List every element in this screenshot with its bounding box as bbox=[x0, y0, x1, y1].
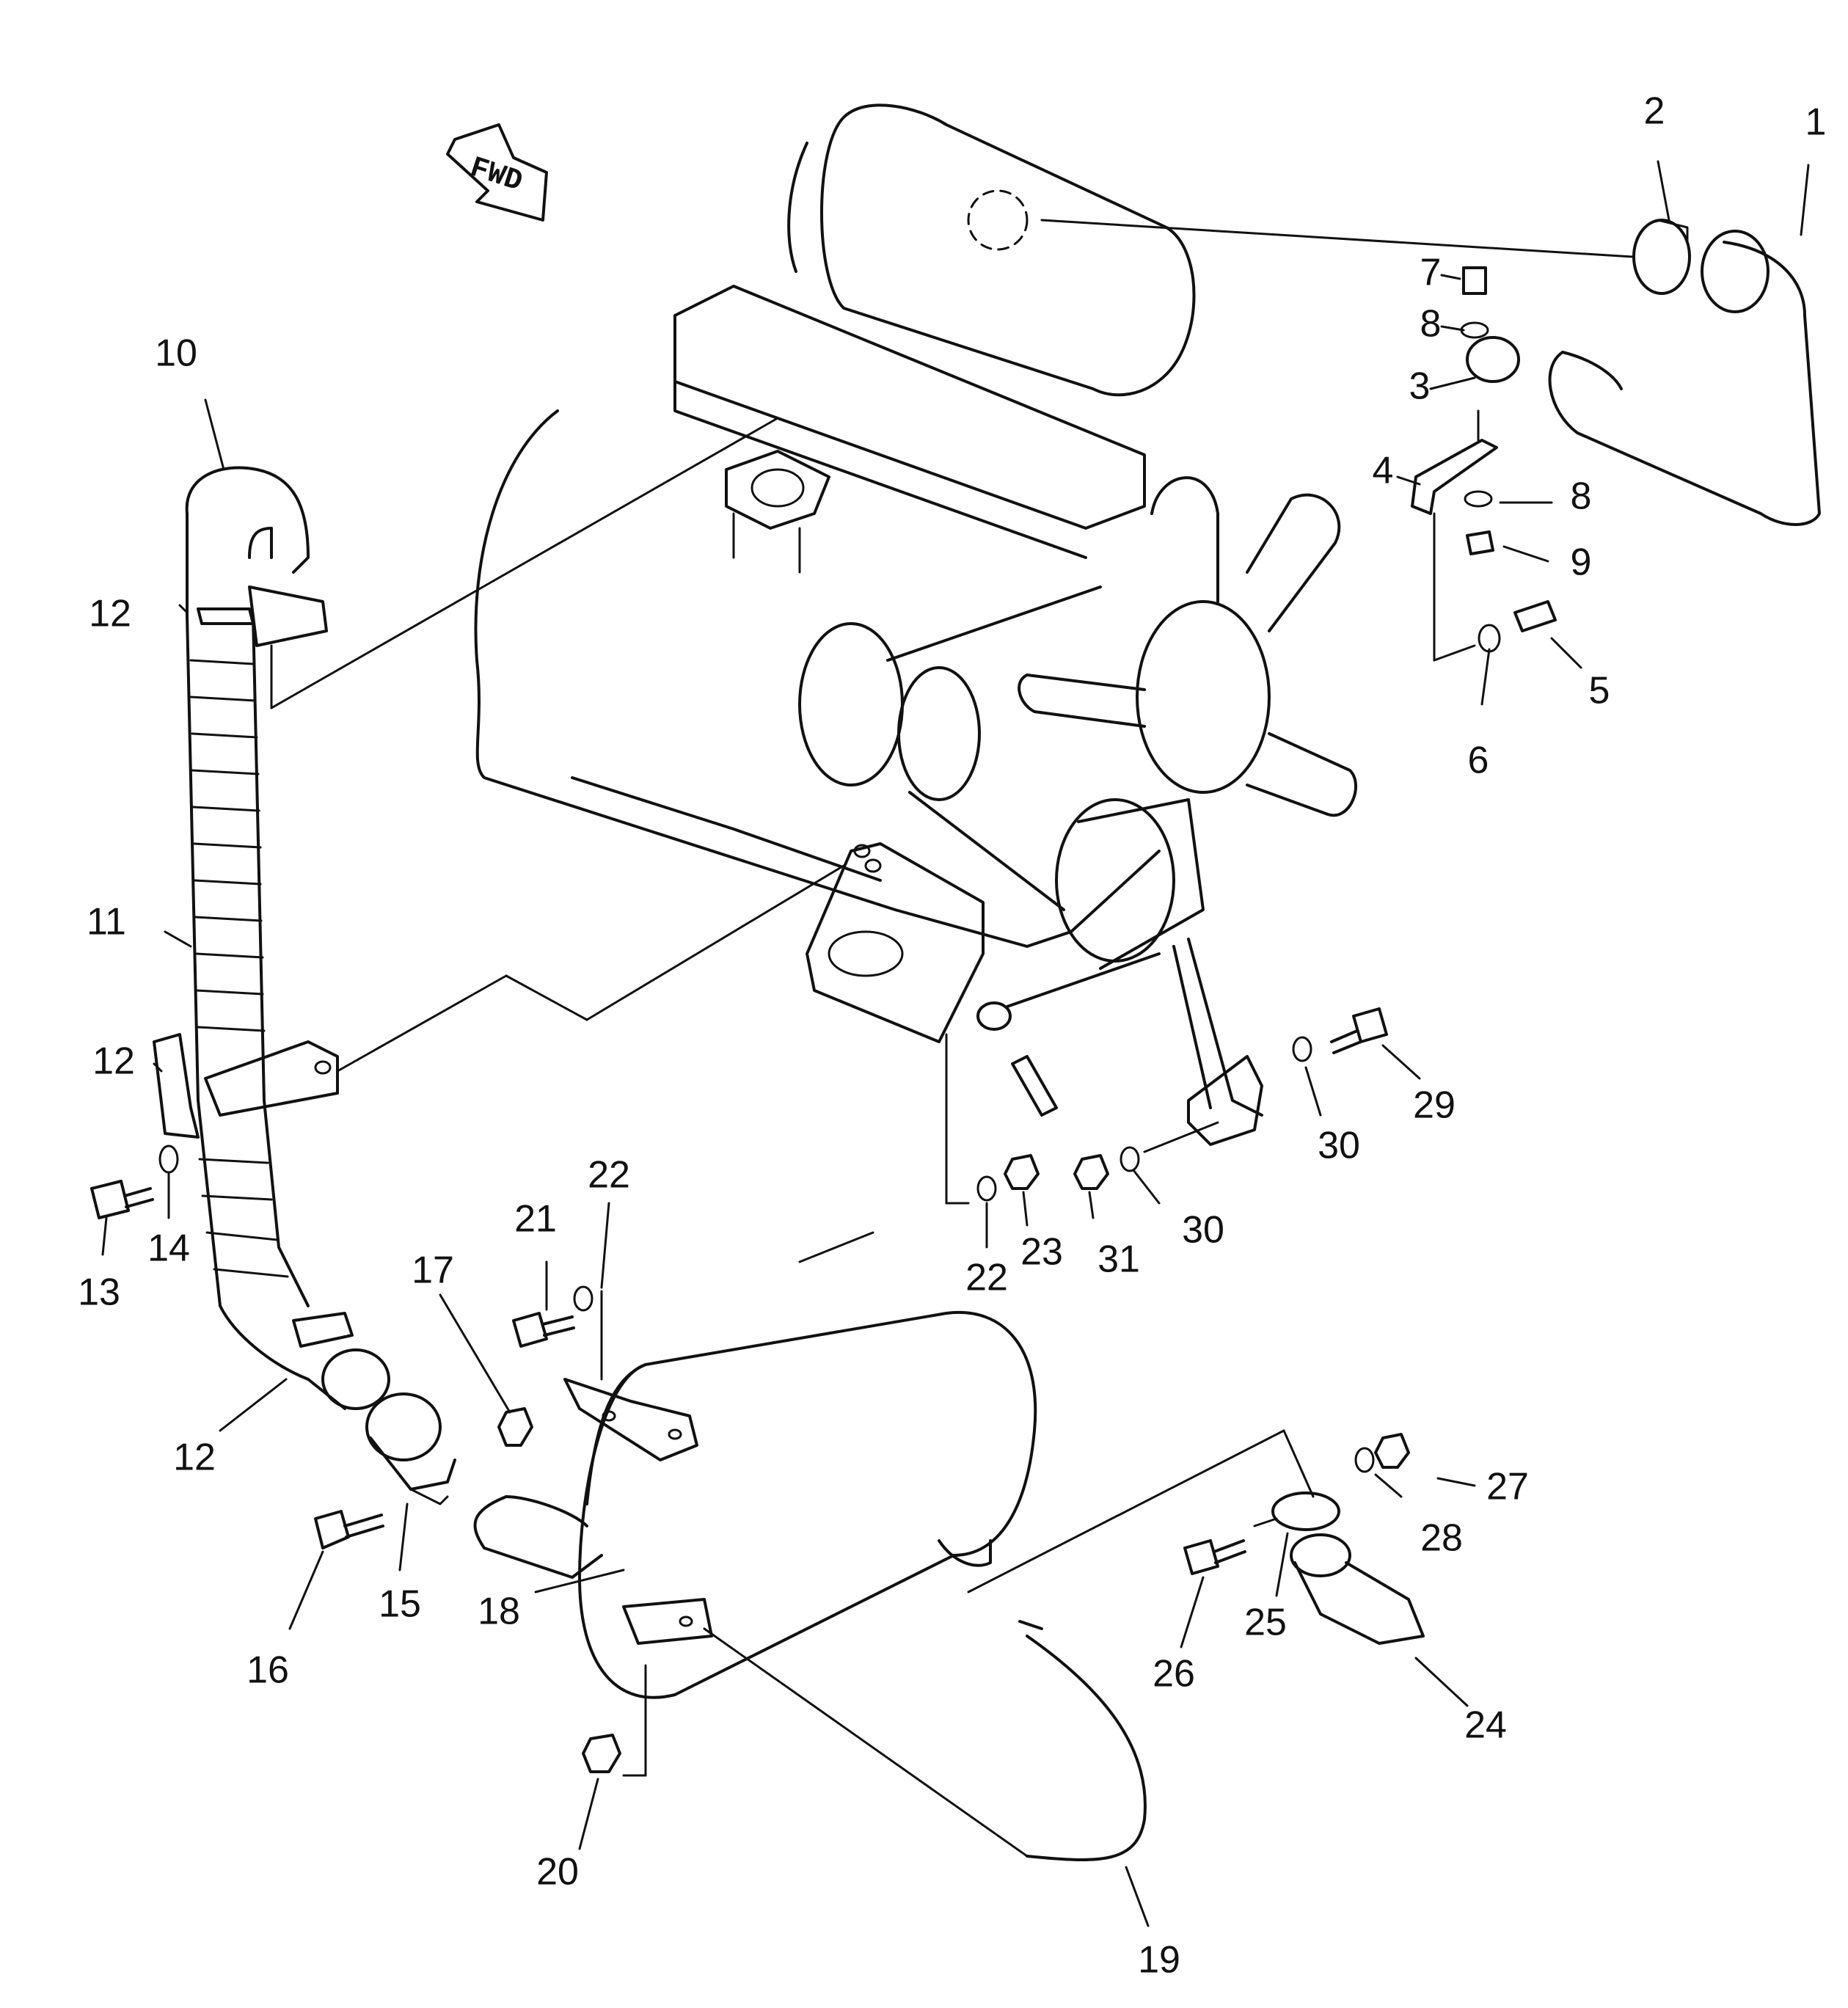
washer-22-right bbox=[976, 1175, 997, 1202]
washer-28 bbox=[1354, 1447, 1375, 1473]
callout-9: 9 bbox=[1571, 541, 1592, 584]
callout-24: 24 bbox=[1464, 1704, 1507, 1747]
washer-30-lower bbox=[1120, 1146, 1140, 1172]
callout-18: 18 bbox=[478, 1591, 520, 1633]
callout-5: 5 bbox=[1589, 670, 1610, 712]
callout-12c: 12 bbox=[173, 1436, 216, 1479]
tail-pipe-24 bbox=[1290, 1533, 1425, 1645]
callout-3: 3 bbox=[1409, 365, 1431, 408]
callout-6: 6 bbox=[1468, 740, 1489, 782]
callout-8b: 8 bbox=[1571, 475, 1592, 518]
callout-16: 16 bbox=[246, 1649, 289, 1692]
callout-8a: 8 bbox=[1420, 303, 1442, 346]
muffler-18 bbox=[473, 1231, 1315, 1858]
callout-23: 23 bbox=[1020, 1231, 1063, 1274]
engine-assembly bbox=[474, 103, 1358, 1146]
support-bracket-12 bbox=[153, 844, 882, 1139]
callout-21: 21 bbox=[514, 1198, 557, 1241]
callout-7: 7 bbox=[1420, 252, 1442, 294]
callout-29: 29 bbox=[1413, 1084, 1456, 1127]
bolt-29 bbox=[1330, 1007, 1388, 1054]
clamp-15 bbox=[365, 1392, 456, 1505]
nut-17 bbox=[497, 1407, 533, 1447]
callout-10: 10 bbox=[155, 332, 197, 375]
washer-22-left bbox=[573, 1285, 594, 1312]
pipe-clamp-12-top bbox=[197, 607, 255, 625]
callout-27: 27 bbox=[1486, 1466, 1529, 1508]
callout-14: 14 bbox=[147, 1227, 190, 1270]
callout-2: 2 bbox=[1644, 90, 1665, 133]
callout-20: 20 bbox=[536, 1851, 579, 1894]
callout-22a: 22 bbox=[588, 1154, 630, 1197]
callout-15: 15 bbox=[379, 1583, 421, 1626]
leader-2 bbox=[1040, 219, 1634, 258]
callout-26: 26 bbox=[1153, 1653, 1195, 1695]
callout-22b: 22 bbox=[965, 1257, 1008, 1299]
callout-25: 25 bbox=[1244, 1602, 1287, 1644]
bolt-21 bbox=[512, 1312, 575, 1348]
callout-12a: 12 bbox=[89, 593, 131, 635]
bolt-13 bbox=[90, 1180, 154, 1219]
callout-30a: 30 bbox=[1318, 1125, 1360, 1167]
nut-23 bbox=[1004, 1154, 1040, 1190]
tail-pipe-1 bbox=[1548, 230, 1821, 526]
leader-lines bbox=[101, 160, 1810, 1927]
callout-13: 13 bbox=[78, 1271, 120, 1314]
callout-labels: 1 2 3 4 5 6 7 8 8 9 10 11 12 12 12 13 14… bbox=[78, 90, 1826, 1982]
callout-31: 31 bbox=[1098, 1238, 1140, 1281]
callout-11: 11 bbox=[87, 901, 126, 943]
flexible-pipe-11 bbox=[186, 615, 310, 1381]
washer-30-upper bbox=[1292, 1036, 1312, 1062]
hose-19 bbox=[1026, 1635, 1147, 1861]
callout-1: 1 bbox=[1805, 101, 1827, 144]
hose-clamp-2 bbox=[1632, 219, 1691, 295]
bolt-26 bbox=[1183, 1539, 1246, 1575]
callout-28: 28 bbox=[1420, 1517, 1463, 1560]
nut-27 bbox=[1374, 1433, 1410, 1469]
callout-19: 19 bbox=[1138, 1939, 1180, 1982]
washer-14 bbox=[158, 1144, 179, 1174]
bolt-16 bbox=[314, 1510, 384, 1549]
callout-12b: 12 bbox=[92, 1040, 135, 1083]
pipe-clamp-12-bottom bbox=[292, 1312, 390, 1410]
clamp-25 bbox=[1253, 1492, 1340, 1531]
nut-31 bbox=[1073, 1154, 1109, 1190]
forward-direction-arrow: FWD bbox=[446, 123, 548, 222]
callout-4: 4 bbox=[1373, 450, 1394, 492]
bracket-assembly-3-4 bbox=[1411, 266, 1557, 662]
exhaust-elbow-10 bbox=[185, 417, 779, 709]
nut-20 bbox=[582, 1734, 621, 1773]
callout-30b: 30 bbox=[1182, 1209, 1224, 1252]
callout-17: 17 bbox=[412, 1249, 454, 1292]
